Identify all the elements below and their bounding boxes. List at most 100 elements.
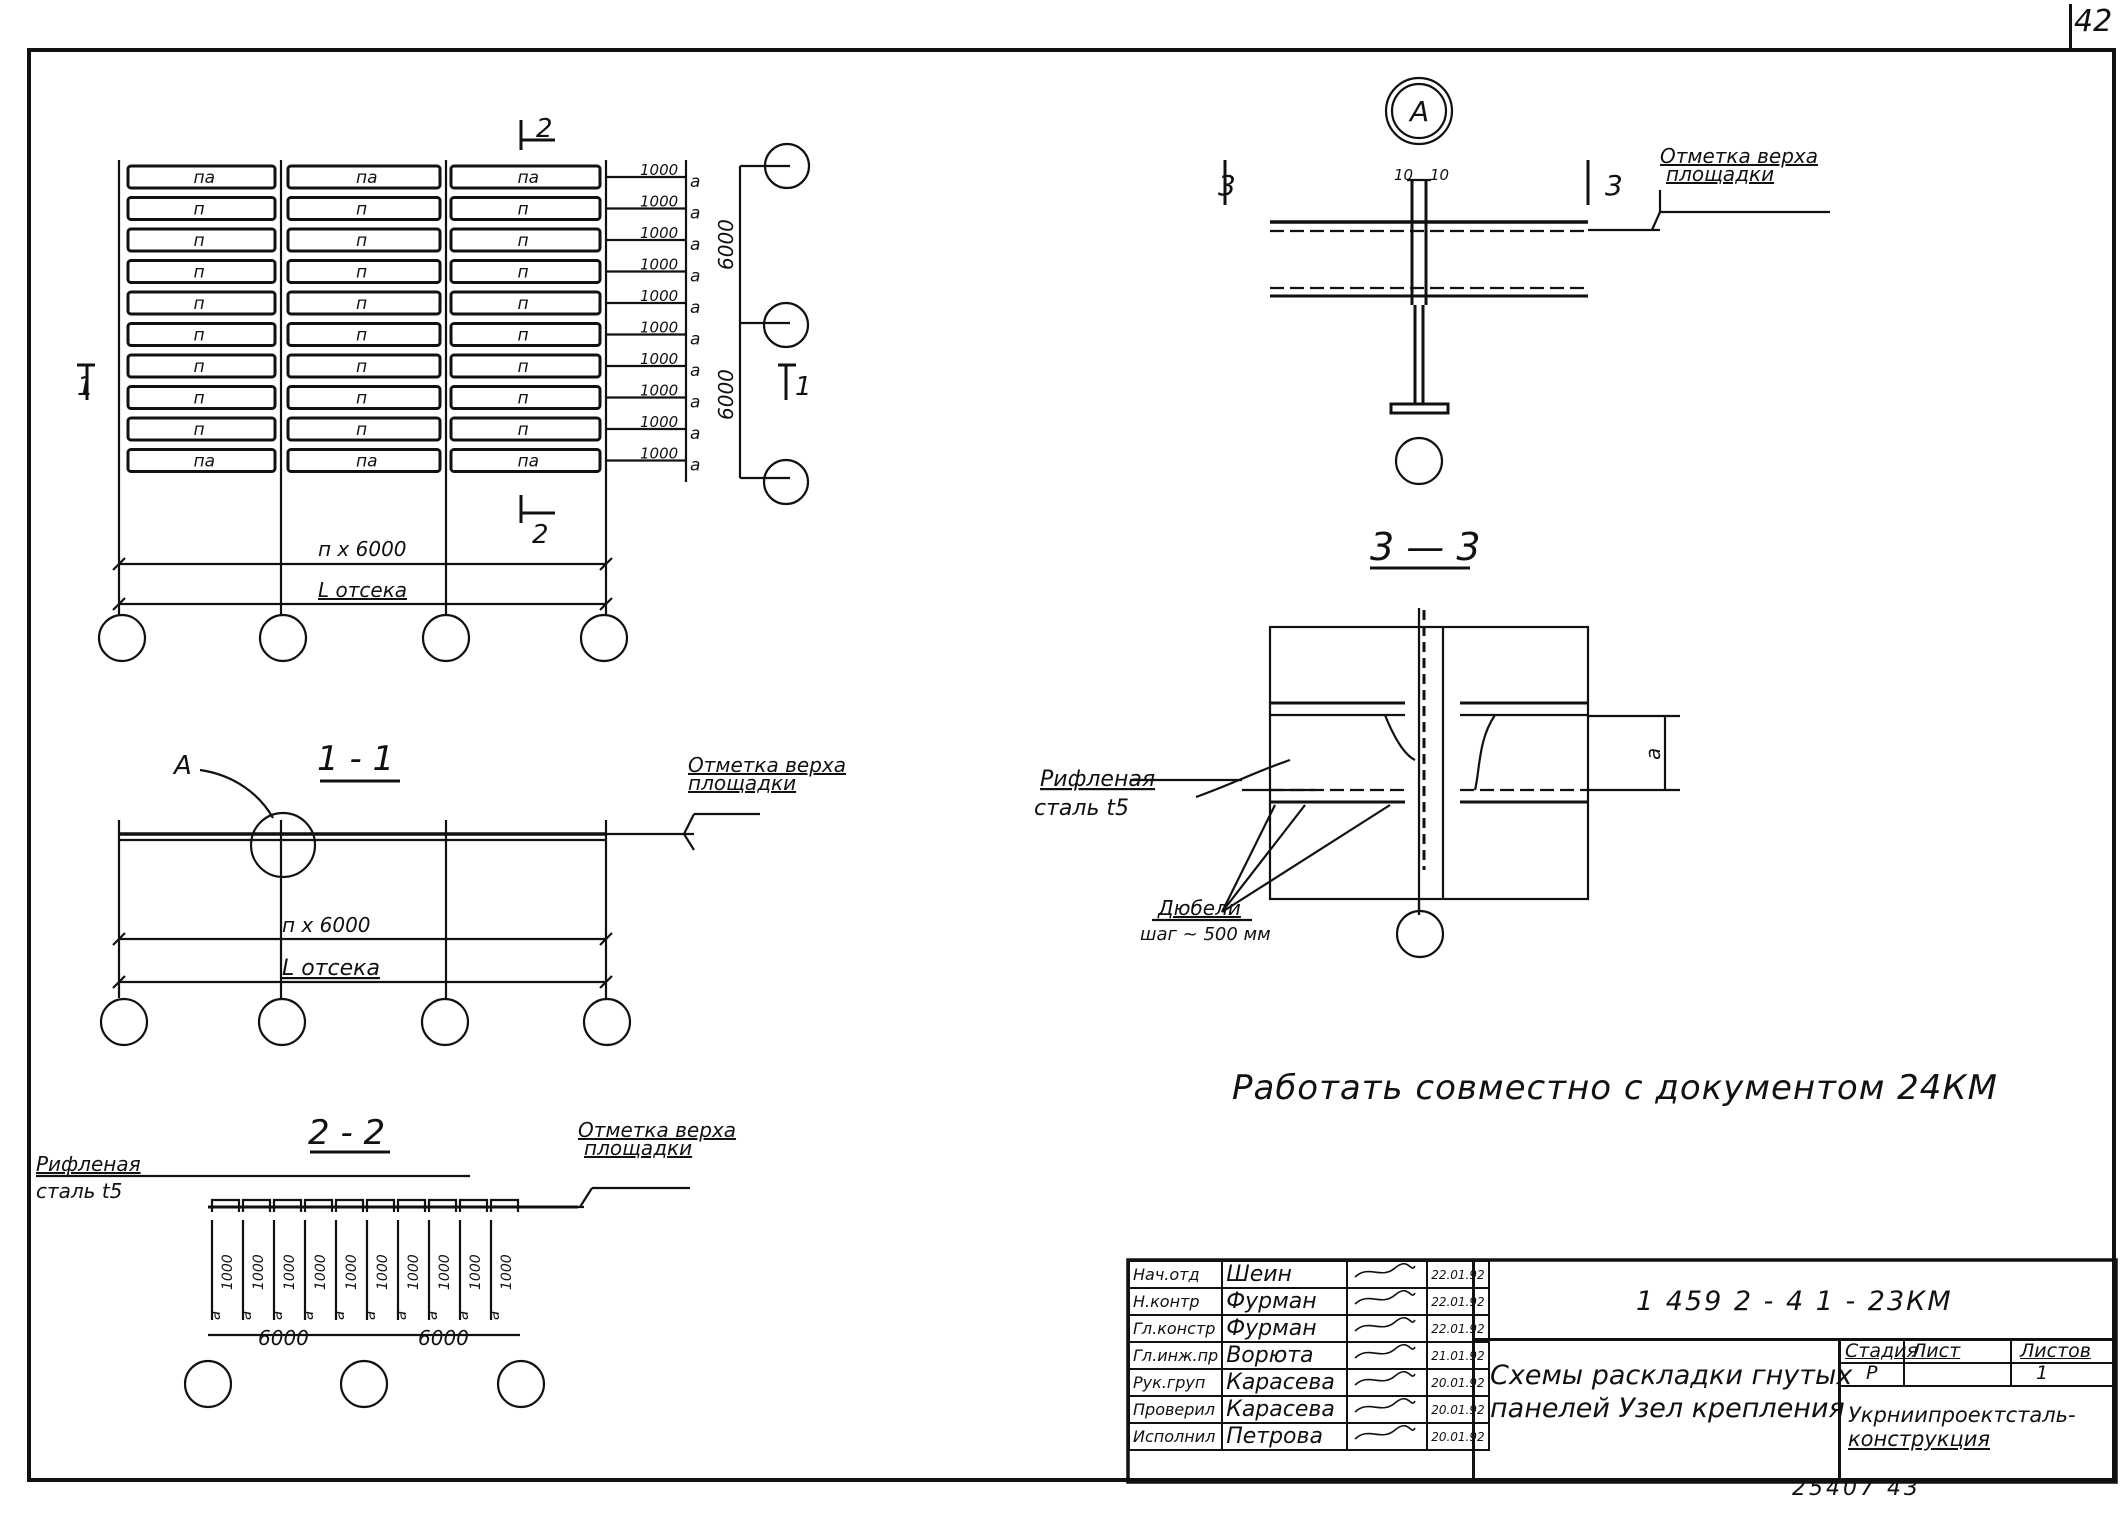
plan-panel (449, 290, 602, 316)
signature-name: Фурман (1221, 1287, 1349, 1316)
plan-panel (126, 259, 277, 284)
general-note: Работать совместно с документом 24КМ (1232, 1068, 1998, 1108)
plan-panel (126, 290, 277, 316)
section-3-3-title: 3 — 3 (1370, 525, 1481, 569)
section-2-2-labels: 2 - 2 Отметка верха площадки Рифленая ст… (36, 1113, 736, 1350)
panel-label: п (518, 420, 529, 440)
panel-profile (458, 1198, 489, 1212)
panel-profile (210, 1198, 241, 1212)
row-dim-label: 1000 (640, 256, 678, 274)
tb-divider-4 (1841, 1362, 2116, 1364)
row-dim-label: 1000 (640, 350, 678, 368)
signature-name: Шеин (1221, 1260, 1349, 1289)
signature-role: Исполнил (1127, 1422, 1224, 1451)
panel-label: п (518, 357, 529, 377)
steel-label-1: Рифленая (36, 1152, 141, 1176)
panel-a-label: а (485, 1311, 503, 1320)
panel-label: п (518, 294, 529, 314)
signature-name: Петрова (1221, 1422, 1349, 1451)
signature-date: 20.01.92 (1426, 1368, 1490, 1397)
panel-label: п (194, 263, 205, 283)
section-3-left: 3 (1218, 169, 1236, 202)
dim-n6000: п х 6000 (318, 537, 407, 561)
plan-panel (126, 196, 277, 221)
elevation-label-2: площадки (584, 1136, 692, 1160)
section-2-2-title: 2 - 2 (308, 1113, 385, 1153)
signature-date: 22.01.92 (1426, 1260, 1490, 1289)
dim-6000-right: 6000 (418, 1326, 469, 1350)
panel-profile (489, 1198, 520, 1212)
signature-role: Гл.констр (1127, 1314, 1224, 1343)
plan-panel (126, 164, 277, 190)
sheet-header: Лист (1912, 1340, 1961, 1362)
panel-dim-label: 1000 (437, 1254, 453, 1290)
section-1-1-title: 1 - 1 (317, 739, 394, 779)
signature-role: Гл.инж.пр (1127, 1341, 1224, 1370)
plan-panel (286, 259, 442, 284)
panel-label: п (356, 357, 367, 377)
organization-1: Укрниипроектсталь- (1848, 1403, 2076, 1427)
panel-label: п (518, 326, 529, 346)
panel-dim-label: 1000 (220, 1254, 236, 1290)
panel-profile (334, 1198, 365, 1212)
panel-profile (365, 1198, 396, 1212)
row-dim-label: 1000 (640, 224, 678, 242)
callout-A-label: А (172, 751, 192, 781)
panel-label: па (194, 452, 216, 472)
node-A-callout: А (1408, 95, 1429, 128)
panel-profile (272, 1198, 303, 1212)
plan-panel (449, 322, 602, 347)
panel-label: п (194, 294, 205, 314)
panel-a-label: а (392, 1311, 410, 1320)
dim-6000-left: 6000 (258, 1326, 309, 1350)
signature-date: 22.01.92 (1426, 1314, 1490, 1343)
panel-label: п (356, 389, 367, 409)
steel-label-2: сталь t5 (36, 1179, 122, 1203)
signature-cell (1346, 1368, 1429, 1397)
section-2-top-label: 2 (536, 114, 553, 144)
document-code: 1 459 2 - 4 1 - 23КМ (1636, 1286, 1953, 1317)
panel-label: п (356, 420, 367, 440)
elevation-label-2: площадки (1666, 162, 1774, 186)
signature-cell (1346, 1314, 1429, 1343)
stage-value: Р (1866, 1362, 1878, 1384)
drawing-frame (27, 48, 2116, 1482)
elevation-label-1: Отметка верха (578, 1118, 736, 1142)
elevation-label-2: площадки (688, 771, 796, 795)
plan-panel (286, 448, 442, 473)
plan-panel (126, 227, 277, 253)
a-dim-label: а (690, 235, 700, 255)
dim-L: L отсека (282, 956, 380, 981)
section-2-bottom-label: 2 (532, 520, 549, 550)
gap-right: 10 (1430, 166, 1449, 184)
dim-6000-top: 6000 (714, 219, 738, 270)
row-dim-label: 1000 (640, 413, 678, 431)
tb-divider-2 (1475, 1338, 2116, 1341)
panel-a-label: а (361, 1311, 379, 1320)
plan-panel (286, 385, 442, 410)
panel-label: па (518, 168, 540, 188)
signature-cell (1346, 1287, 1429, 1316)
dim-n6000: п х 6000 (282, 913, 371, 937)
tb-divider-1 (1472, 1260, 1475, 1482)
a-dim-label: а (690, 204, 700, 224)
panel-a-label: а (206, 1311, 224, 1320)
section-3-right: 3 (1605, 169, 1623, 202)
row-dim-label: 1000 (640, 382, 678, 400)
panel-dim-label: 1000 (499, 1254, 515, 1290)
panel-profile (241, 1198, 272, 1212)
drawing-title-1: Схемы раскладки гнутых (1490, 1360, 1853, 1391)
panel-label: п (194, 420, 205, 440)
panel-label: па (194, 168, 216, 188)
a-dim-label: а (690, 393, 700, 413)
a-dim-label: а (690, 456, 700, 476)
sheet-number: 42 (2074, 4, 2113, 39)
signature-name: Ворюта (1221, 1341, 1349, 1370)
panel-label: п (518, 200, 529, 220)
panel-a-label: а (268, 1311, 286, 1320)
signature-role: Проверил (1127, 1395, 1224, 1424)
